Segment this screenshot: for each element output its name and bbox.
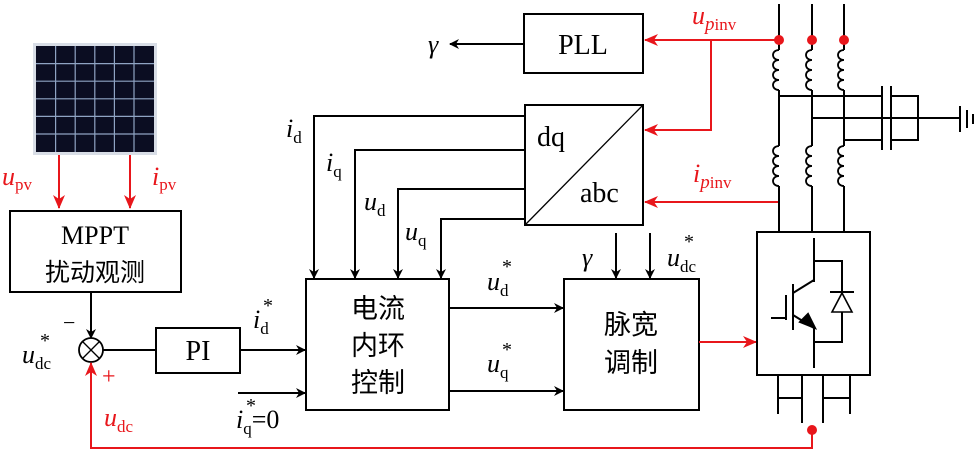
voltage-sense-dot-b	[807, 35, 817, 45]
inductor-coil	[805, 49, 813, 91]
current-loop-label-1: 电流	[351, 294, 405, 325]
i-pinv-label: ipinv	[693, 159, 732, 193]
u-d-label: ud	[364, 187, 386, 220]
gamma-label: γ	[428, 30, 439, 59]
u-dc-label: udc	[104, 403, 134, 436]
inductor-coil	[805, 145, 813, 187]
u-dc-ref-label: udc	[22, 340, 52, 373]
u-pinv-to-transform-arrow	[644, 40, 712, 136]
i-pv-label: ipv	[152, 162, 177, 194]
u-q-ref-star: *	[502, 339, 512, 361]
u-q-ref-label: uq	[487, 349, 509, 382]
pll-block	[523, 13, 644, 74]
abc-label: abc	[580, 178, 619, 209]
current-loop-block	[305, 278, 450, 411]
i-q-ref-label: iq=0	[236, 405, 279, 438]
pi-label: PI	[186, 336, 211, 367]
current-loop-label-2: 内环	[351, 331, 405, 362]
u-dc-ref-star: *	[40, 330, 50, 352]
i-d-ref-star: *	[263, 295, 273, 317]
inductor-coil	[837, 49, 845, 91]
id-feedback-line	[309, 115, 525, 279]
i-q-ref-star: *	[246, 395, 256, 417]
u-dc-feedback-line	[85, 362, 813, 449]
dc-voltage-sense-dot	[807, 425, 817, 435]
igbt-icon	[771, 238, 818, 368]
u-pinv-label: upinv	[692, 1, 737, 35]
mppt-method-label: 扰动观测	[45, 258, 145, 287]
pll-label: PLL	[558, 30, 608, 61]
ground-icon	[959, 106, 974, 132]
pi-block	[155, 327, 241, 374]
mppt-block	[9, 210, 182, 293]
voltage-sense-dot-c	[839, 35, 849, 45]
filter-capacitors-icon	[779, 86, 960, 150]
u-dc-ref-pwm-star: *	[684, 231, 694, 253]
u-q-label: uq	[405, 217, 427, 250]
inductor-coil	[772, 49, 780, 91]
dc-link-icon	[777, 375, 851, 423]
voltage-sense-dot-a	[774, 35, 784, 45]
u-dc-ref-pwm-label: udc	[667, 243, 697, 276]
pwm-label-2: 调制	[604, 348, 658, 379]
dq-label: dq	[537, 122, 565, 153]
pwm-block	[563, 278, 700, 411]
ud-feedback-line	[393, 188, 525, 279]
iq-feedback-line	[350, 149, 525, 279]
pwm-label-1: 脉宽	[604, 310, 658, 341]
minus-sign: −	[63, 310, 75, 335]
diode-icon	[814, 260, 854, 343]
i-d-ref-label: id	[253, 305, 269, 338]
summing-junction-icon	[78, 337, 104, 363]
filter-inductors-icon	[772, 49, 847, 187]
inductor-coil	[772, 145, 780, 187]
uq-feedback-line	[436, 218, 525, 279]
inductor-coil	[837, 145, 845, 187]
pv-panel-icon	[33, 43, 157, 155]
i-d-label: id	[286, 114, 302, 147]
current-loop-label-3: 控制	[351, 368, 405, 399]
mppt-label: MPPT	[61, 221, 129, 250]
gamma-pwm-label: γ	[582, 243, 593, 272]
u-pv-label: upv	[2, 162, 33, 194]
plus-sign: +	[102, 364, 116, 390]
i-q-label: iq	[326, 148, 342, 181]
u-d-ref-star: *	[502, 256, 512, 278]
u-d-ref-label: ud	[487, 267, 509, 300]
transform-divider	[524, 104, 644, 226]
